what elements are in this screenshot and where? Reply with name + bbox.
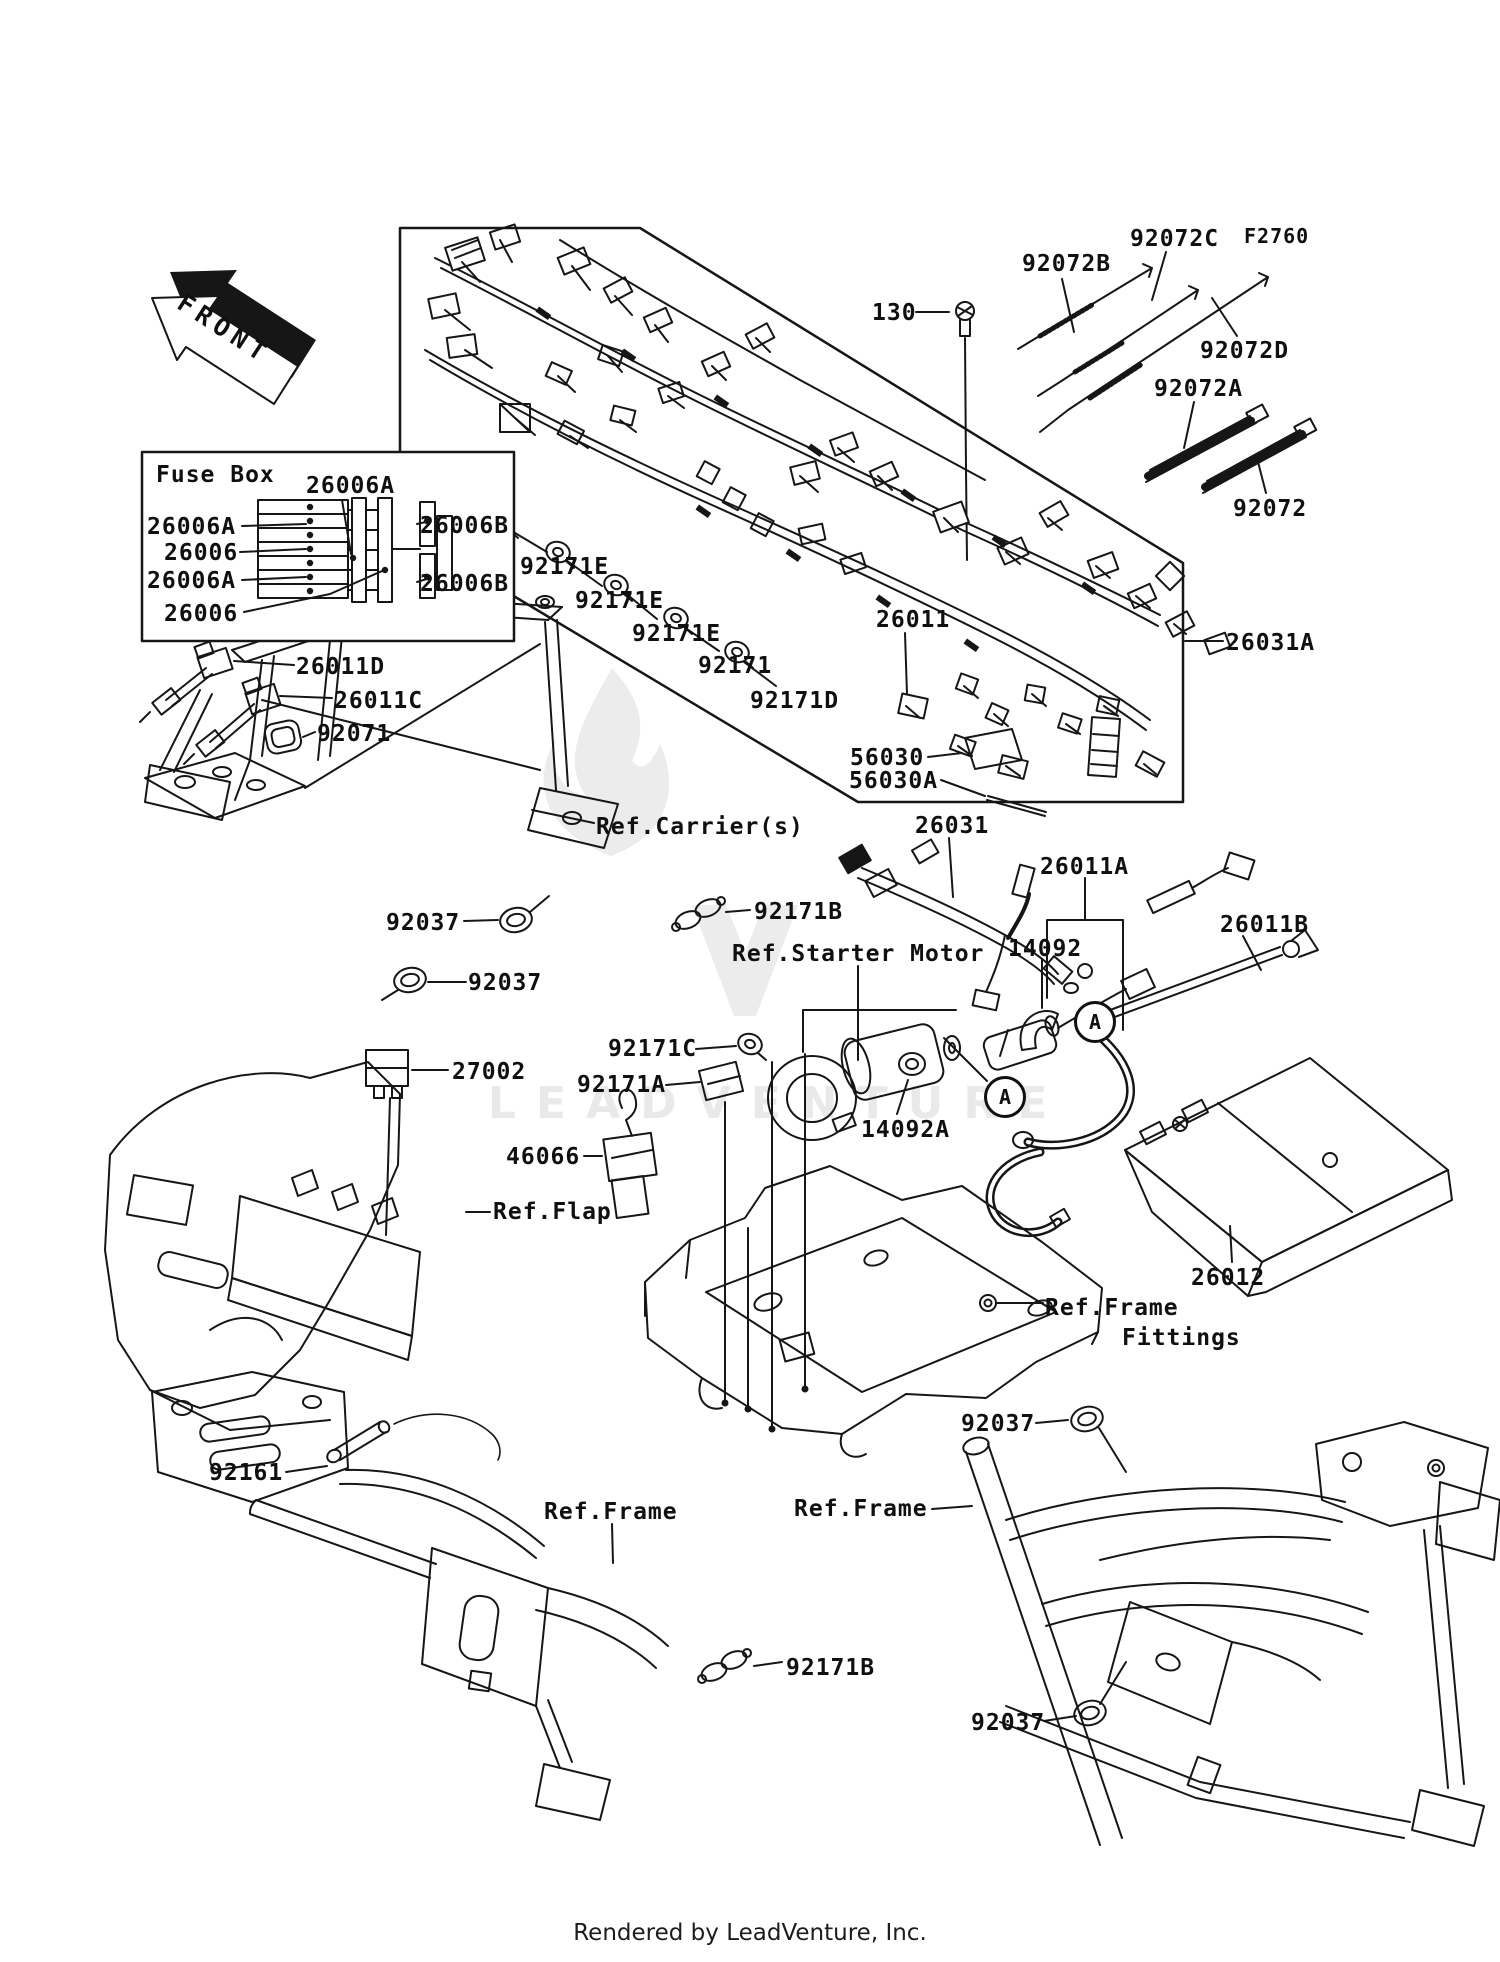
- part-label-26011c: 26011C: [334, 688, 424, 714]
- part-label-26011: 26011: [876, 607, 951, 633]
- grommet-92037-icons: [381, 895, 550, 1001]
- render-credit: Rendered by LeadVenture, Inc.: [573, 1920, 927, 1946]
- starter-motor-drawing: [767, 959, 1156, 1141]
- part-label-130: 130: [872, 300, 917, 326]
- part-label-26031a: 26031A: [1226, 630, 1316, 656]
- part-label-92037-4: 92037: [971, 1710, 1046, 1736]
- part-label-26011b: 26011B: [1220, 912, 1310, 938]
- battery-lead-26011b-drawing: [1109, 851, 1319, 1019]
- part-label-92037-1: 92037: [386, 910, 461, 936]
- part-label-26011a: 26011A: [1040, 854, 1130, 880]
- battery-cable-26011a-drawing: [985, 877, 1135, 1238]
- part-label-26012: 26012: [1191, 1265, 1266, 1291]
- front-frame-drawing: [151, 1371, 669, 1821]
- part-label-92072: 92072: [1233, 496, 1308, 522]
- sensor-leads-drawing: [139, 640, 333, 765]
- part-label-92037-3: 92037: [961, 1411, 1036, 1437]
- figure-code: F2760: [1244, 224, 1310, 248]
- fuse-label-26006a-top: 26006A: [306, 473, 396, 499]
- part-label-92161: 92161: [209, 1460, 284, 1486]
- fuse-label-26006-left4: 26006: [164, 601, 239, 627]
- part-label-46066: 46066: [506, 1144, 581, 1170]
- front-arrow-icon: [151, 270, 316, 405]
- watermark-logo-icon: [543, 668, 798, 1016]
- fuse-label-26006-left2: 26006: [164, 540, 239, 566]
- part-label-26011d: 26011D: [296, 654, 386, 680]
- callout-circle-a-1: A: [1074, 1001, 1116, 1043]
- fuse-box-title: Fuse Box: [156, 462, 275, 488]
- part-label-92171d: 92171D: [750, 688, 840, 714]
- part-label-92171c: 92171C: [608, 1036, 698, 1062]
- harness-box-outline: [398, 226, 1185, 804]
- clamp-92171b-lower-icon: [697, 1648, 783, 1684]
- cable-ties-drawing: [1017, 251, 1318, 494]
- fuse-label-26006b-right1: 26006B: [420, 513, 510, 539]
- part-label-92037-2: 92037: [468, 970, 543, 996]
- part-label-26031: 26031: [915, 813, 990, 839]
- part-label-27002: 27002: [452, 1059, 527, 1085]
- part-label-56030a: 56030A: [849, 768, 939, 794]
- sub-harness-26031-drawing: [838, 837, 1074, 1012]
- ref-label-starter-motor: Ref.Starter Motor: [732, 941, 985, 967]
- main-harness-drawing: [424, 223, 1232, 780]
- ref-label-flap: Ref.Flap: [493, 1199, 612, 1225]
- fuse-label-26006b-right2: 26006B: [420, 571, 510, 597]
- rear-frame-drawing: [931, 1405, 1500, 1847]
- callout-circle-a-2: A: [984, 1076, 1026, 1118]
- part-label-92072b: 92072B: [1022, 251, 1112, 277]
- ref-label-frame-fittings-2: Fittings: [1122, 1325, 1241, 1351]
- part-label-92071: 92071: [317, 721, 392, 747]
- ref-label-frame-left: Ref.Frame: [544, 1499, 678, 1525]
- part-label-92072c: 92072C: [1130, 226, 1220, 252]
- part-label-92072a: 92072A: [1154, 376, 1244, 402]
- flap-chassis-drawing: [104, 1032, 767, 1431]
- fuse-label-26006a-left3: 26006A: [147, 568, 237, 594]
- part-label-14092a: 14092A: [861, 1117, 951, 1143]
- ref-label-carrier: Ref.Carrier(s): [596, 814, 804, 840]
- fuse-box-inset: [140, 450, 516, 643]
- part-label-92072d: 92072D: [1200, 338, 1290, 364]
- part-label-92171b-2: 92171B: [786, 1655, 876, 1681]
- part-label-92171: 92171: [698, 653, 773, 679]
- part-label-92171b-1: 92171B: [754, 899, 844, 925]
- clamp-92171-icons: [489, 510, 777, 687]
- battery-26012-drawing: [1124, 1057, 1453, 1297]
- clamp-92171b-icon: [671, 896, 751, 932]
- part-label-56030: 56030: [850, 745, 925, 771]
- ref-label-frame-fittings-1: Ref.Frame: [1045, 1295, 1179, 1321]
- ref-label-frame-right: Ref.Frame: [794, 1496, 928, 1522]
- part-label-92171a: 92171A: [577, 1072, 667, 1098]
- part-label-14092: 14092: [1008, 936, 1083, 962]
- sticker-56030-drawing: [927, 728, 1047, 817]
- part-label-92171e-3: 92171E: [632, 621, 722, 647]
- part-label-92171e-2: 92171E: [575, 588, 665, 614]
- part-label-92171e-1: 92171E: [520, 554, 610, 580]
- fuse-label-26006a-left1: 26006A: [147, 514, 237, 540]
- battery-tray-drawing: [644, 1053, 1103, 1458]
